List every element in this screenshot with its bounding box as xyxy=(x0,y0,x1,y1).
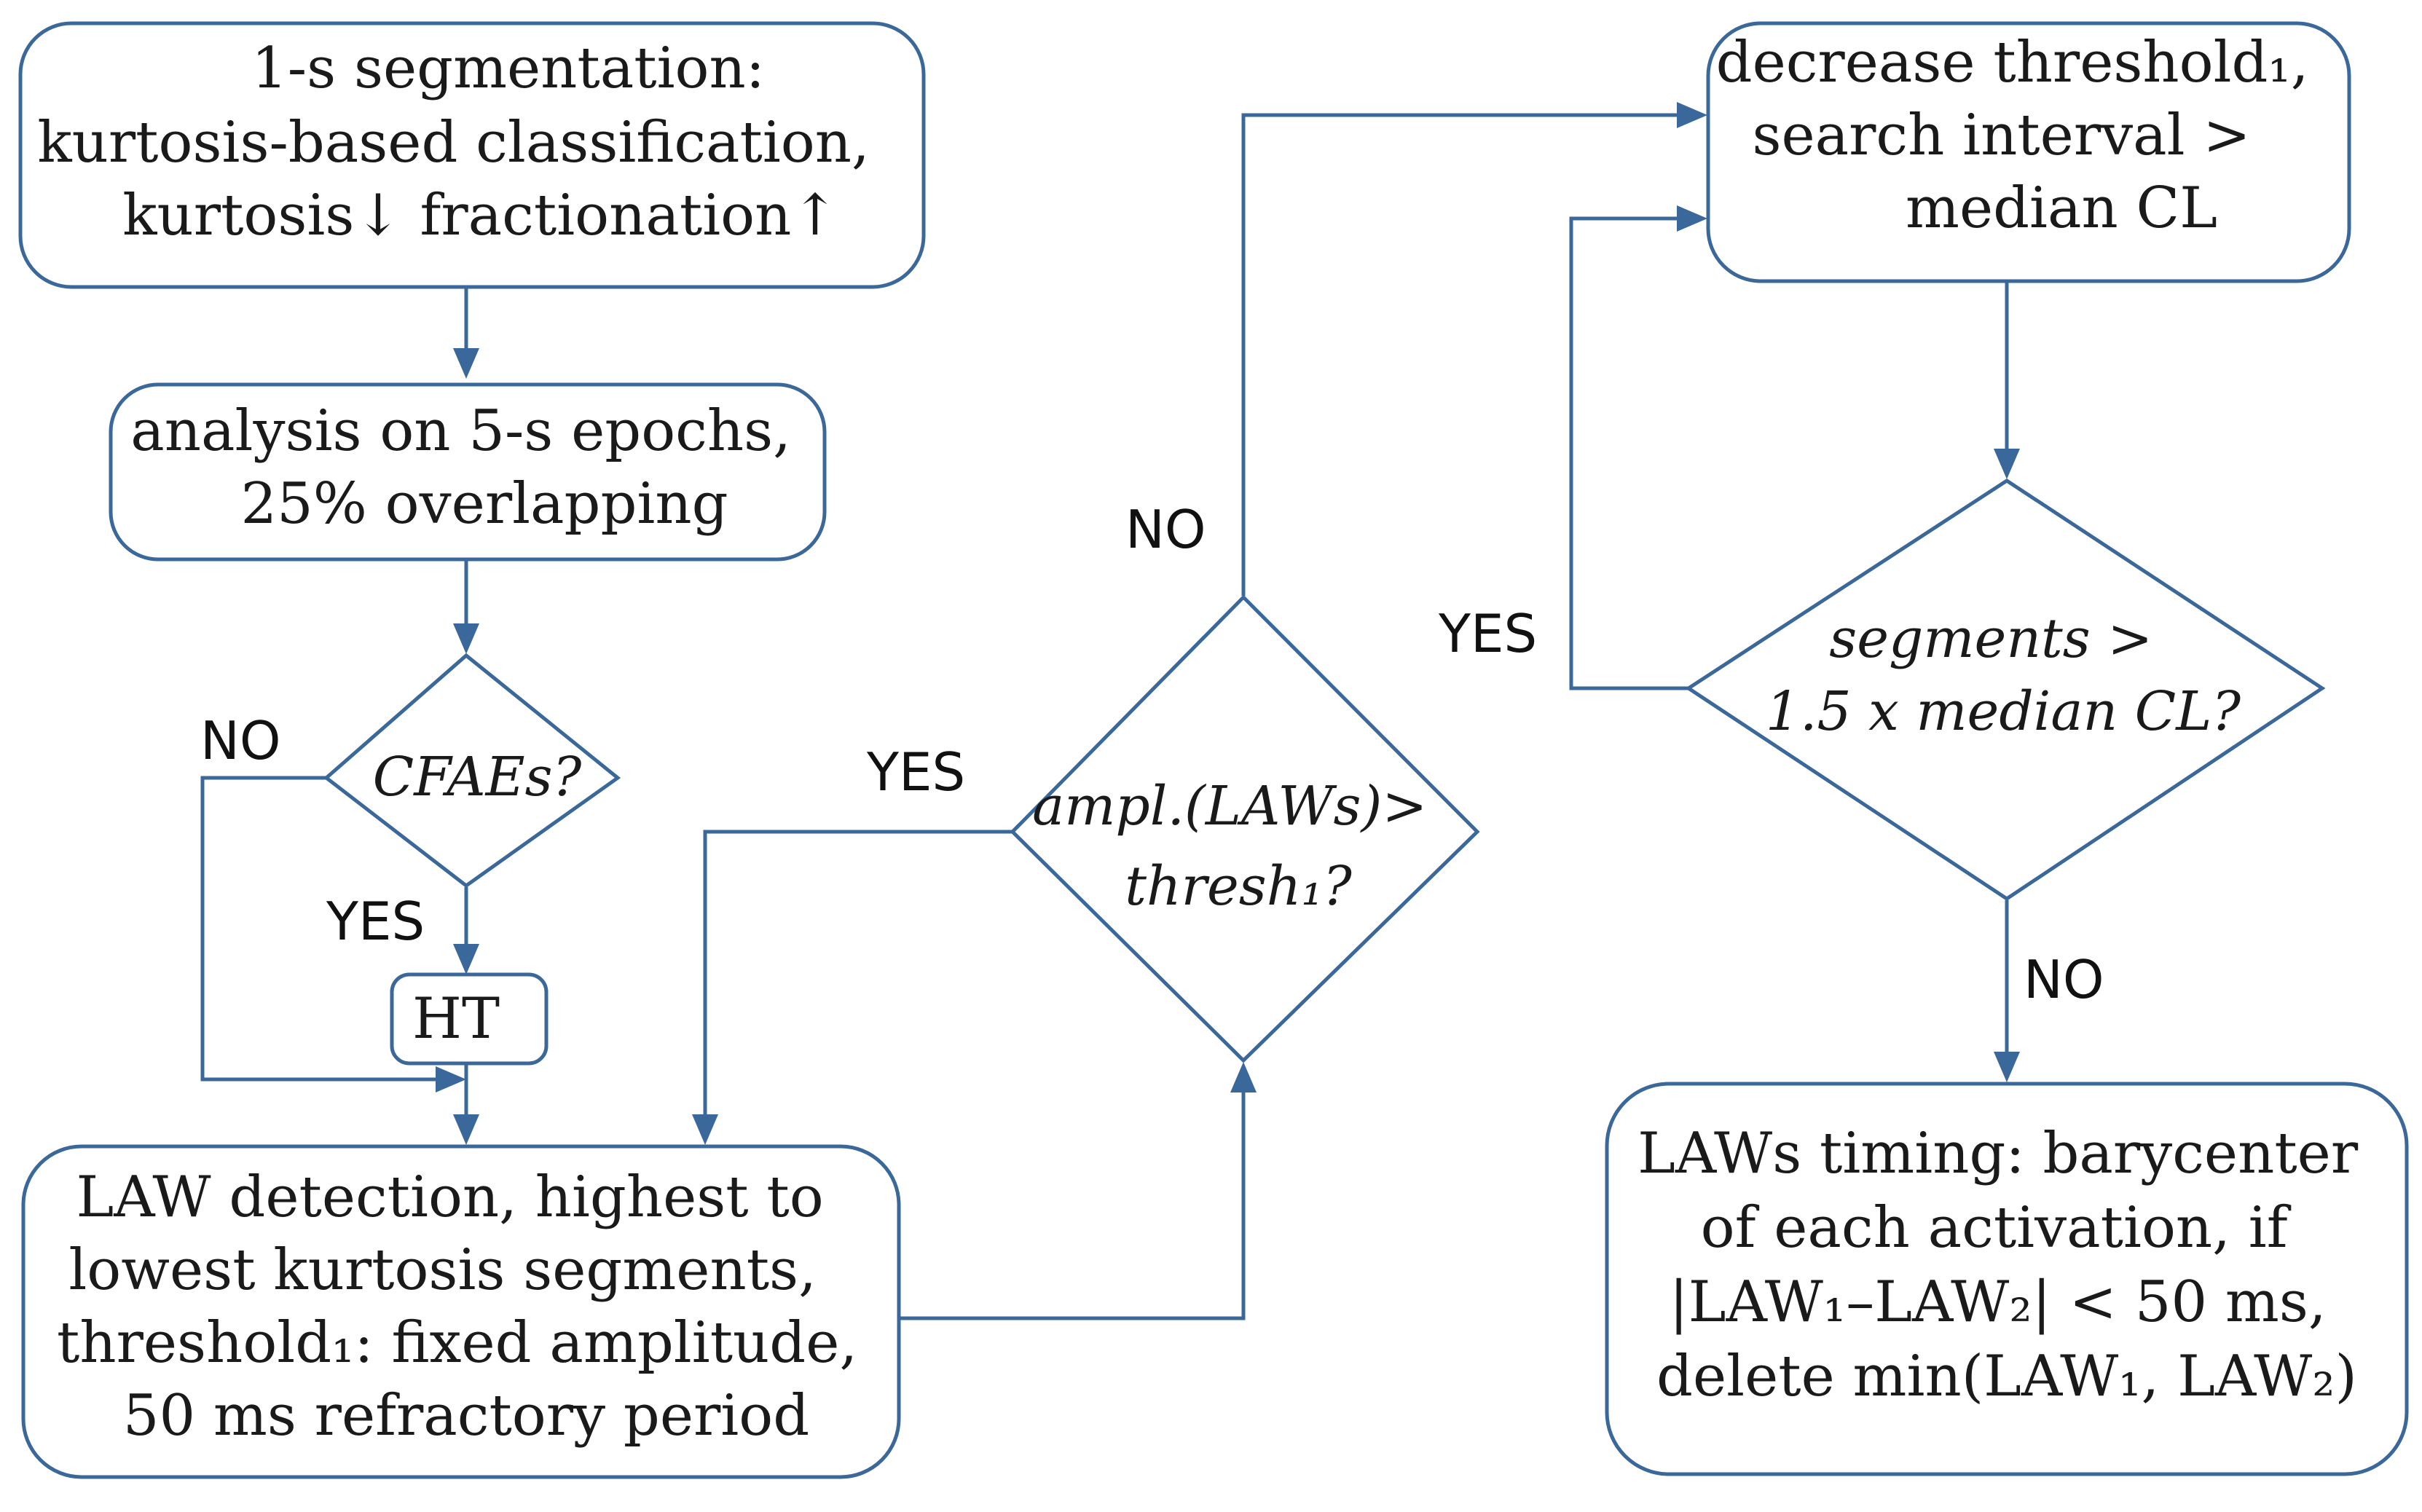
arrow-law-ampl xyxy=(1230,1062,1257,1092)
node-laws-timing xyxy=(1605,1082,2409,1476)
node-decrease-threshold xyxy=(1706,21,2351,283)
node-segments-diamond xyxy=(1685,479,2326,902)
node-cfaes-diamond xyxy=(323,653,621,889)
arrow-segments-yes-decrease xyxy=(1677,205,1707,232)
node-segmentation-text: 1-s segmentation: kurtosis-based classif… xyxy=(37,36,887,248)
law-detection-line-3: threshold₁: fixed amplitude, xyxy=(57,1310,857,1376)
laws-timing-line-4: delete min(LAW₁, LAW₂) xyxy=(1656,1344,2357,1409)
label-ampl-yes: YES xyxy=(866,741,965,803)
edge-ampl-yes-law xyxy=(703,830,1013,1130)
analysis-line-2: 25% overlapping xyxy=(240,471,728,537)
node-segmentation xyxy=(18,21,926,289)
node-law-detection-text: LAW detection, highest to lowest kurtosi… xyxy=(57,1165,876,1449)
arrow-ht-law xyxy=(453,1114,479,1145)
arrow-ampl-yes-law xyxy=(692,1114,718,1145)
arrow-analysis-cfaes xyxy=(453,623,479,654)
segments-line-2: 1.5 x median CL? xyxy=(1766,680,2242,743)
edge-law-ampl xyxy=(900,1078,1246,1320)
ampl-line-2: thresh₁? xyxy=(1125,855,1353,918)
laws-timing-line-2: of each activation, if xyxy=(1701,1195,2292,1261)
arrow-cfaes-ht xyxy=(453,944,479,974)
node-analysis xyxy=(109,382,827,562)
label-cfaes-no: NO xyxy=(200,710,281,771)
ht-line-1: HT xyxy=(412,986,500,1052)
laws-timing-line-3: |LAW₁–LAW₂| < 50 ms, xyxy=(1670,1269,2327,1335)
node-analysis-text: analysis on 5-s epochs, 25% overlapping xyxy=(130,398,809,537)
node-decrease-threshold-text: decrease threshold₁, search interval > m… xyxy=(1716,30,2327,241)
segments-line-1: segments > xyxy=(1829,607,2152,670)
decrease-line-1: decrease threshold₁, xyxy=(1716,30,2309,95)
law-detection-line-4: 50 ms refractory period xyxy=(123,1383,809,1449)
label-segments-no: NO xyxy=(2024,949,2104,1010)
ampl-line-1: ampl.(LAWs)> xyxy=(1032,775,1427,838)
segmentation-line-3: kurtosis↓ fractionation↑ xyxy=(122,183,838,248)
node-law-detection xyxy=(21,1144,901,1479)
law-detection-line-2: lowest kurtosis segments, xyxy=(68,1237,817,1303)
laws-timing-line-1: LAWs timing: barycenter xyxy=(1637,1121,2359,1186)
label-cfaes-yes: YES xyxy=(326,891,425,952)
node-ampl-text: ampl.(LAWs)> thresh₁? xyxy=(1032,775,1444,918)
arrow-ampl-no-decrease xyxy=(1677,102,1707,128)
edge-cfaes-no-bypass xyxy=(200,776,452,1082)
cfaes-line-1: CFAEs? xyxy=(373,746,583,808)
label-ampl-no: NO xyxy=(1125,499,1206,560)
analysis-line-1: analysis on 5-s epochs, xyxy=(130,398,791,464)
law-detection-line-1: LAW detection, highest to xyxy=(76,1165,823,1230)
decrease-line-3: median CL xyxy=(1906,176,2217,241)
arrow-cfaes-no-bypass xyxy=(436,1066,466,1092)
node-laws-timing-text: LAWs timing: barycenter of each activati… xyxy=(1637,1121,2376,1409)
node-ht xyxy=(390,972,549,1066)
segmentation-line-2: kurtosis-based classification, xyxy=(37,110,869,176)
node-segments-text: segments > 1.5 x median CL? xyxy=(1766,607,2242,743)
arrow-segmentation-analysis xyxy=(453,348,479,379)
node-ampl-diamond xyxy=(1010,594,1480,1063)
node-cfaes-text: CFAEs? xyxy=(373,746,583,808)
arrow-segments-no-timing xyxy=(1994,1052,2020,1082)
segmentation-line-1: 1-s segmentation: xyxy=(251,36,765,101)
edge-segments-yes-decrease xyxy=(1569,216,1694,690)
label-segments-yes: YES xyxy=(1438,603,1537,664)
node-ht-text: HT xyxy=(412,986,500,1052)
decrease-line-2: search interval > xyxy=(1752,103,2250,168)
arrow-decrease-segments xyxy=(1994,449,2020,479)
edge-ampl-no-decrease xyxy=(1241,113,1694,596)
